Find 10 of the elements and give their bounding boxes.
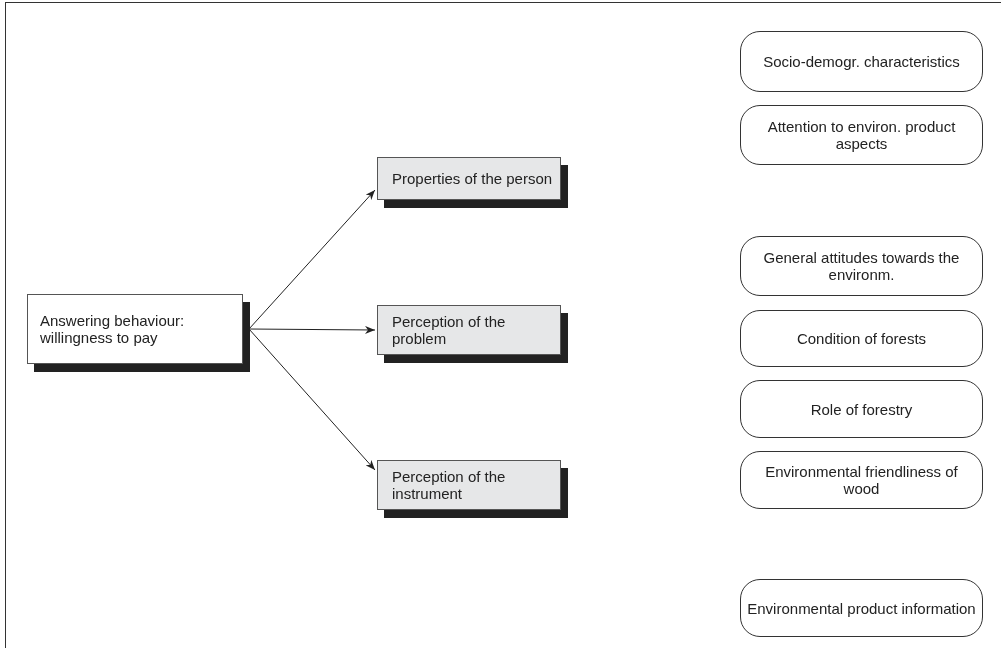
arrow xyxy=(248,328,376,471)
factor-box: Socio-demogr. characteristics xyxy=(740,31,983,92)
arrow xyxy=(248,189,376,330)
factor-box: Environmental product information xyxy=(740,579,983,637)
factor-box: General attitudes towards the environm. xyxy=(740,236,983,296)
factor-box: Environmental friendliness of wood xyxy=(740,451,983,509)
factor-box: Attention to environ. product aspects xyxy=(740,105,983,165)
arrow xyxy=(248,325,376,334)
factor-box: Role of forestry xyxy=(740,380,983,438)
factor-box: Condition of forests xyxy=(740,310,983,367)
